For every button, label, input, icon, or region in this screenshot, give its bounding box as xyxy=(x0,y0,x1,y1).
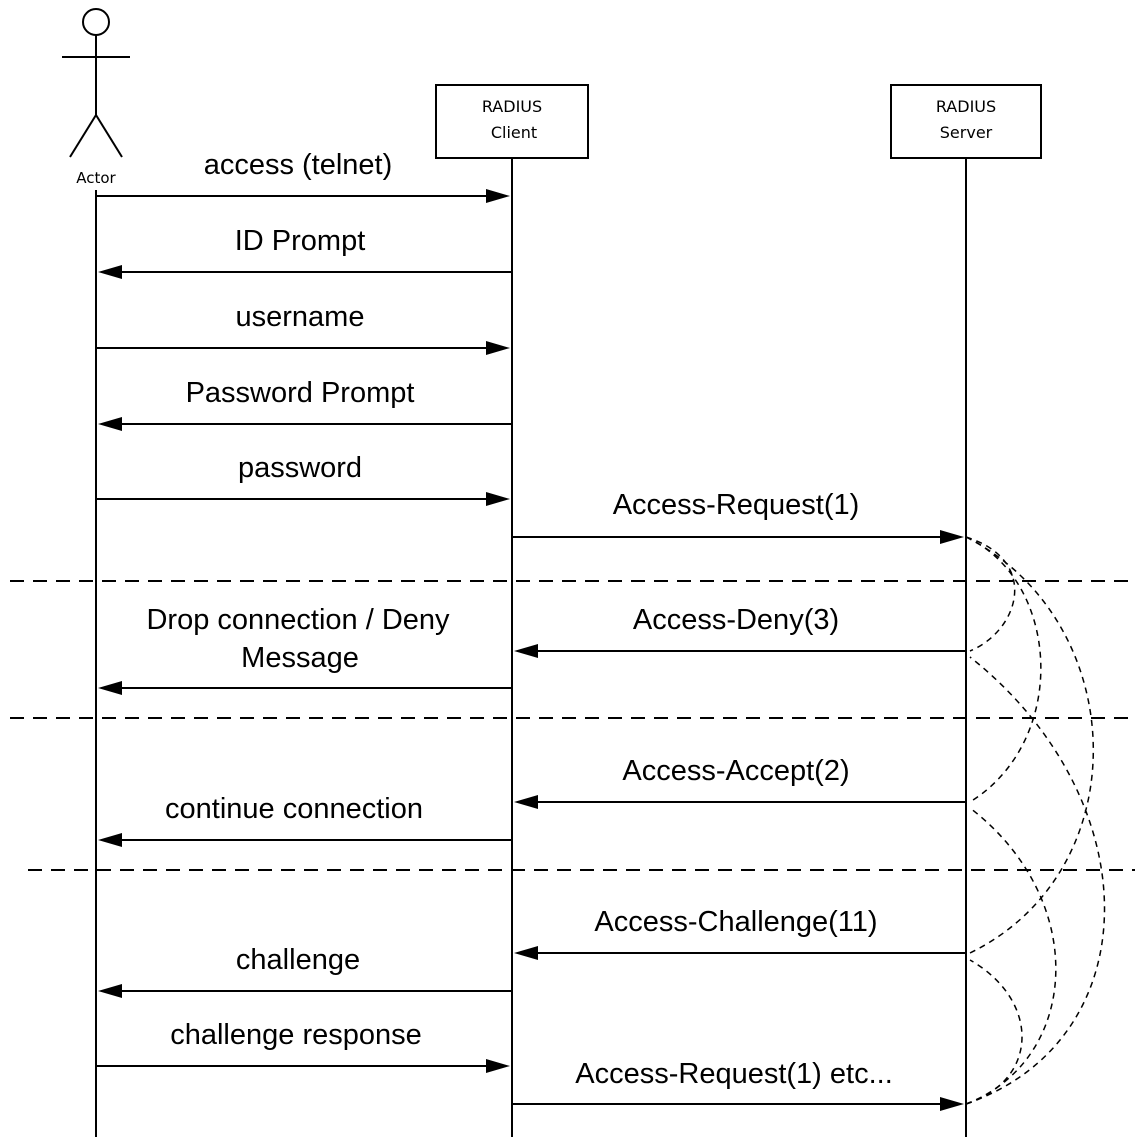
curve-request-to-deny xyxy=(965,536,1016,652)
arrowhead-left xyxy=(514,644,538,658)
message-drop-connection: Drop connection / Deny Message xyxy=(98,604,512,695)
arrowhead-right xyxy=(940,1097,964,1111)
arrowhead-left xyxy=(98,417,122,431)
actor-right-leg xyxy=(95,114,123,158)
message-label: access (telnet) xyxy=(204,149,393,181)
actor-left-leg xyxy=(69,114,97,158)
arrowhead-right xyxy=(940,530,964,544)
curve-request-to-challenge xyxy=(965,536,1095,954)
actor-label: Actor xyxy=(76,169,116,187)
message-challenge: challenge xyxy=(98,944,512,998)
message-label: password xyxy=(238,452,362,484)
message-access-deny: Access-Deny(3) xyxy=(514,604,966,658)
arrowhead-left xyxy=(514,946,538,960)
message-access-challenge: Access-Challenge(11) xyxy=(514,906,966,960)
arrowhead-left xyxy=(98,265,122,279)
server-decision-curves xyxy=(965,536,1106,1105)
message-label: Access-Challenge(11) xyxy=(594,906,877,938)
message-label-line1: Drop connection / Deny xyxy=(146,604,450,636)
message-access-telnet: access (telnet) xyxy=(96,149,510,203)
radius-server-box: RADIUS Server xyxy=(890,84,1042,159)
message-label: ID Prompt xyxy=(235,225,366,257)
message-password-prompt: Password Prompt xyxy=(98,377,512,431)
actor-figure: Actor xyxy=(62,8,130,187)
arrowhead-right xyxy=(486,492,510,506)
message-challenge-response: challenge response xyxy=(96,1019,510,1073)
message-label: Access-Request(1) xyxy=(613,489,860,521)
message-label: Access-Request(1) etc... xyxy=(575,1058,893,1090)
arrowhead-left xyxy=(98,833,122,847)
radius-server-rect xyxy=(890,84,1042,159)
message-label: challenge xyxy=(236,944,360,976)
arrowhead-left xyxy=(514,795,538,809)
radius-client-rect xyxy=(435,84,589,159)
message-label-line2: Message xyxy=(241,642,359,674)
radius-server-label-line1: RADIUS xyxy=(936,97,996,116)
actor-head xyxy=(82,8,110,36)
curve-etc-to-deny xyxy=(965,656,1106,1105)
message-label: continue connection xyxy=(165,793,423,825)
message-label: Access-Deny(3) xyxy=(633,604,839,636)
message-continue-connection: continue connection xyxy=(98,793,512,847)
message-access-request-etc: Access-Request(1) etc... xyxy=(512,1058,964,1111)
arrowhead-right xyxy=(486,1059,510,1073)
message-label: challenge response xyxy=(170,1019,422,1051)
curve-etc-to-challenge xyxy=(965,959,1023,1105)
message-label: Access-Accept(2) xyxy=(622,755,849,787)
arrowhead-left xyxy=(98,984,122,998)
radius-server-label-line2: Server xyxy=(940,123,993,142)
radius-client-label-line1: RADIUS xyxy=(482,97,542,116)
curve-request-to-accept xyxy=(965,536,1042,803)
message-id-prompt: ID Prompt xyxy=(98,225,512,279)
message-username: username xyxy=(96,301,510,355)
curve-etc-to-accept xyxy=(965,807,1057,1105)
arrowhead-right xyxy=(486,189,510,203)
message-access-request: Access-Request(1) xyxy=(512,489,964,544)
arrowhead-right xyxy=(486,341,510,355)
radius-client-box: RADIUS Client xyxy=(435,84,589,159)
message-label: username xyxy=(236,301,365,333)
arrowhead-left xyxy=(98,681,122,695)
radius-client-label-line2: Client xyxy=(491,123,537,142)
message-access-accept: Access-Accept(2) xyxy=(514,755,966,809)
message-label: Password Prompt xyxy=(186,377,415,409)
message-password: password xyxy=(96,452,510,506)
